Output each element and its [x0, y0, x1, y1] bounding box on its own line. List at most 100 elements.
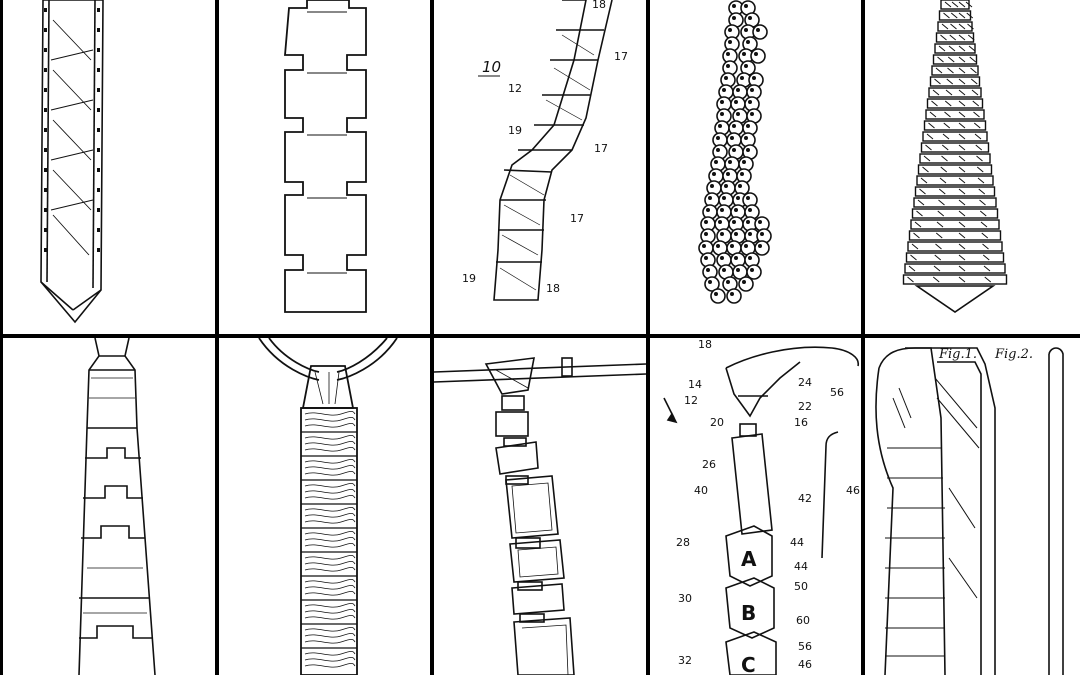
- wood-grain: [305, 441, 355, 445]
- panel-linked-tile-tie: [434, 338, 646, 675]
- notched-tie-drawing: [219, 0, 430, 334]
- panel-wood-grain-tie: [219, 338, 430, 675]
- striped-tie-drawing: [865, 0, 1080, 334]
- tie-segment: [907, 253, 1004, 262]
- bead-shade: [744, 136, 748, 140]
- bead-shade: [724, 184, 728, 188]
- bead-shade: [748, 232, 752, 236]
- bead-shade: [760, 232, 764, 236]
- bead-shade: [736, 196, 740, 200]
- tie-segment: [916, 187, 995, 196]
- bead-shade: [722, 88, 726, 92]
- ref-label: 50: [794, 580, 808, 593]
- ref-label: 42: [798, 492, 812, 505]
- wood-grain: [305, 543, 355, 547]
- tie-segment: [910, 231, 1001, 240]
- bead-shade: [706, 268, 710, 272]
- ref-label: 18: [592, 0, 606, 11]
- bead-shade: [720, 256, 724, 260]
- tie-segment: [914, 198, 996, 207]
- bead-shade: [746, 124, 750, 128]
- layered-tie-drawing: Fig.1. Fig.2.: [865, 338, 1080, 675]
- ref-label: 56: [830, 386, 844, 399]
- bead: [739, 277, 753, 291]
- tie-tip: [917, 286, 993, 312]
- wood-grain: [305, 489, 355, 493]
- wood-grain: [305, 423, 355, 427]
- wood-grain: [305, 615, 355, 619]
- wood-grain: [305, 663, 355, 667]
- ref-label: 24: [798, 376, 812, 389]
- panel-hinged-panel-tie: 18 10 12 17 19 17 17 19 18: [434, 0, 646, 334]
- wood-grain: [305, 447, 355, 451]
- bead-shade: [744, 4, 748, 8]
- film-strip-tie-drawing: [3, 0, 215, 334]
- ref-label: 46: [846, 484, 860, 497]
- figure-label: Fig.2.: [994, 347, 1033, 362]
- bead-shade: [730, 136, 734, 140]
- bead-shade: [720, 112, 724, 116]
- letter-block-label: B: [741, 601, 756, 625]
- ref-label: 60: [796, 614, 810, 627]
- bead-shade: [726, 52, 730, 56]
- tie-segment: [925, 121, 986, 130]
- ref-label-main: 10: [482, 58, 501, 76]
- bead-shade: [710, 184, 714, 188]
- wood-grain: [305, 585, 355, 589]
- bead-shade: [728, 160, 732, 164]
- ref-label: 44: [794, 560, 808, 573]
- ref-label: 12: [508, 82, 522, 95]
- wood-grain: [305, 561, 355, 565]
- bead-shade: [706, 208, 710, 212]
- bead-shade: [752, 76, 756, 80]
- wood-grain: [305, 411, 355, 415]
- bead-shade: [734, 256, 738, 260]
- bead-shade: [758, 220, 762, 224]
- wood-grain: [305, 531, 355, 535]
- bead-shade: [704, 220, 708, 224]
- ref-label: 16: [794, 416, 808, 429]
- bead-shade: [744, 244, 748, 248]
- bead-shade: [728, 40, 732, 44]
- bead-shade: [736, 268, 740, 272]
- wood-grain: [305, 567, 355, 571]
- bead-shade: [750, 268, 754, 272]
- bead-shade: [702, 244, 706, 248]
- tab-tie-drawing: [3, 338, 215, 675]
- panel-notched-tie: [219, 0, 430, 334]
- wood-grain: [305, 507, 355, 511]
- bead-shade: [742, 160, 746, 164]
- bead: [753, 25, 767, 39]
- panel-film-strip-tie: [3, 0, 215, 334]
- panel-letter-block-tie: A B C 18 14 12 24 22 56 16 20 26 40 42 4…: [650, 338, 861, 675]
- bead-shade: [736, 112, 740, 116]
- ref-label: 30: [678, 592, 692, 605]
- wood-grain: [305, 633, 355, 637]
- wood-grain-tie-drawing: [219, 338, 430, 675]
- ref-label: 46: [798, 658, 812, 671]
- bead-shade: [724, 76, 728, 80]
- bead-shade: [708, 280, 712, 284]
- tie-segment: [929, 88, 981, 97]
- bead-shade: [718, 220, 722, 224]
- hinged-panel-tie-drawing: 18 10 12 17 19 17 17 19 18: [434, 0, 646, 334]
- bead: [711, 289, 725, 303]
- bead-shade: [742, 52, 746, 56]
- bead-shade: [740, 76, 744, 80]
- panel-striped-tie: [865, 0, 1080, 334]
- tie-segment: [937, 33, 974, 42]
- linked-tile-tie-drawing: [434, 338, 646, 675]
- bead-shade: [728, 28, 732, 32]
- bead-shade: [734, 100, 738, 104]
- panel-tab-tie: [3, 338, 215, 675]
- bead-shade: [726, 64, 730, 68]
- wood-grain: [305, 609, 355, 613]
- wood-grain: [305, 459, 355, 463]
- bead-shade: [716, 148, 720, 152]
- wood-grain: [305, 519, 355, 523]
- bead-shade: [730, 244, 734, 248]
- tie-segment: [913, 209, 998, 218]
- bead-shade: [748, 100, 752, 104]
- letter-block-label: A: [741, 547, 757, 571]
